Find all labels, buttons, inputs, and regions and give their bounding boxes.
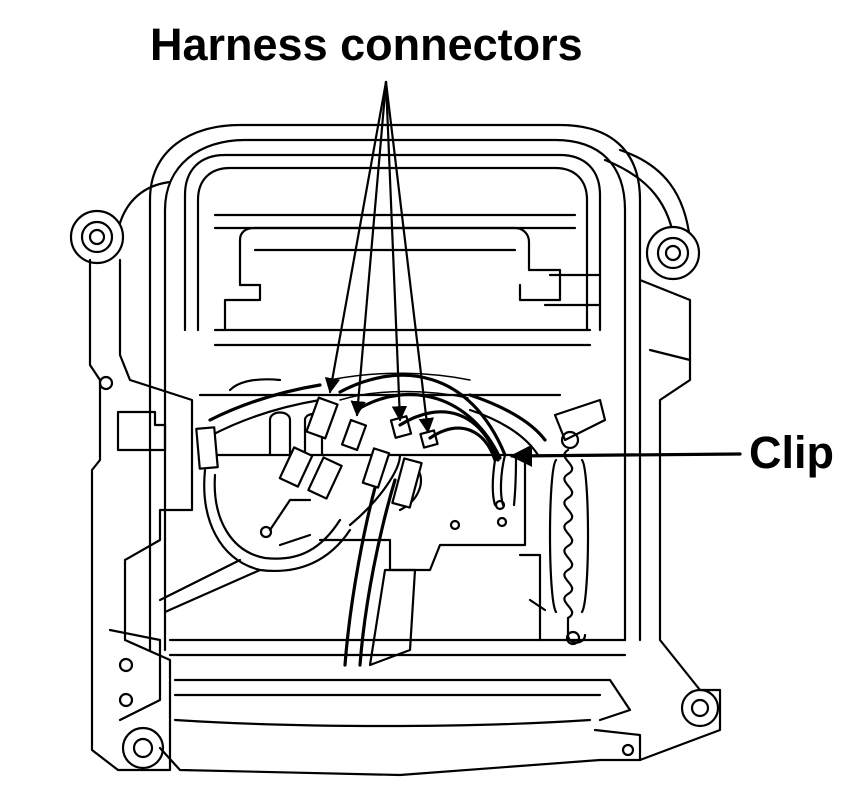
outer-frame bbox=[116, 123, 692, 652]
clip-label: Clip bbox=[749, 427, 834, 478]
left-side-plate bbox=[88, 258, 194, 772]
clip-leader-line bbox=[509, 444, 742, 468]
bottom-cross-member bbox=[158, 638, 642, 777]
top-tube bbox=[183, 153, 602, 347]
tension-spring bbox=[548, 430, 590, 646]
right-side-plate bbox=[553, 278, 722, 762]
center-plate bbox=[198, 378, 562, 667]
wiring-harness bbox=[158, 372, 547, 667]
connectors bbox=[195, 396, 439, 509]
harness-connectors-label: Harness connectors bbox=[150, 19, 583, 70]
harness-leader-lines bbox=[324, 80, 434, 434]
mount-eyes bbox=[69, 209, 720, 770]
